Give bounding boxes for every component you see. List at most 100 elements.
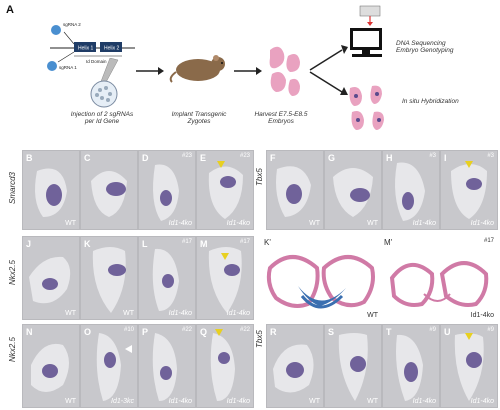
panel-letter: K' <box>264 238 271 247</box>
genotype-label: WT <box>309 398 320 405</box>
embryo-image <box>96 333 132 401</box>
gene-label-nkx25-row2: Nkx2.5 <box>8 260 17 285</box>
embryo-number: #22 <box>181 327 192 333</box>
helix1-label: Helix 1 <box>78 46 94 52</box>
gene-label-smarcd3: Smarcd3 <box>8 171 17 204</box>
genotype-label: Id1-4ko <box>226 398 250 405</box>
embryo-number: #22 <box>239 327 250 333</box>
embryo-number: #9 <box>487 327 494 333</box>
genotype-label: Id1-4ko <box>412 220 436 227</box>
yellow-arrowhead-icon <box>465 161 473 168</box>
panel-letter: C <box>84 153 91 163</box>
genotype-label: Id1-4ko <box>470 398 494 405</box>
gene-label-tbx5-row3: Tbx5 <box>255 330 264 348</box>
panel-letter: P <box>142 327 149 337</box>
panel-letter: J <box>26 239 32 249</box>
histology-panel-m-prime: M' #17 Id1-4ko <box>382 238 496 320</box>
embryo-number: #10 <box>123 327 134 333</box>
genotype-label: WT <box>367 398 378 405</box>
ish-panel-s: S WT <box>324 324 382 408</box>
embryo-image <box>454 333 484 401</box>
panel-letter: G <box>328 153 336 163</box>
genotype-label: Id1-4ko <box>168 310 192 317</box>
sgrna2-icon <box>51 25 61 35</box>
ish-embryos-icon <box>349 85 384 130</box>
ish-panel-g: G WT <box>324 150 382 230</box>
yellow-arrowhead-icon <box>217 161 225 168</box>
embryo-image <box>338 333 368 401</box>
gene-label-tbx5-row1: Tbx5 <box>255 168 264 186</box>
ish-panel-r: R WT <box>266 324 324 408</box>
ish-panel-n: N WT <box>22 324 80 408</box>
panel-letter: U <box>444 327 451 337</box>
embryo-image <box>152 248 179 311</box>
embryo-image <box>29 256 71 304</box>
yellow-arrowhead-icon <box>465 333 473 340</box>
panel-letter: N <box>26 327 33 337</box>
panel-letter: F <box>270 153 276 163</box>
panel-letter: M <box>200 239 208 249</box>
flow-arrow-2 <box>234 67 262 75</box>
genotype-label: Id1-4ko <box>412 398 436 405</box>
step-caption-implant: Implant Transgenic Zygotes <box>171 111 227 125</box>
ish-panel-j: J WT <box>22 236 80 320</box>
embryo-number: #23 <box>181 153 192 159</box>
sgrna1-label: sgRNA 1 <box>59 65 77 70</box>
embryo-number: #3 <box>487 153 494 159</box>
flow-arrow-1 <box>136 67 164 75</box>
embryo-number: #17 <box>483 238 494 244</box>
panel-letter: R <box>270 327 277 337</box>
embryo-number: #9 <box>429 327 436 333</box>
embryo-image <box>451 161 487 219</box>
computer-icon <box>350 5 382 57</box>
embryo-number: #17 <box>239 239 250 245</box>
step-caption-ish: In situ Hybridization <box>402 98 459 105</box>
genotype-label: WT <box>65 398 76 405</box>
genotype-label: WT <box>65 310 76 317</box>
gene-label-nkx25-row3: Nkx2.5 <box>8 337 17 362</box>
genotype-label: Id1-4ko <box>168 220 192 227</box>
injection-dish-icon <box>90 58 119 108</box>
embryo-image <box>333 168 373 217</box>
embryo-image <box>92 247 126 313</box>
embryo-group-icon <box>269 46 300 96</box>
embryo-image <box>31 343 69 392</box>
id-domain-label: Id Domain <box>86 59 107 64</box>
panel-letter: S <box>328 327 335 337</box>
panel-letter: M' <box>384 238 393 247</box>
panel-letter: I <box>444 153 447 163</box>
genotype-label: WT <box>367 220 378 227</box>
construct-diagram: Helix 1 Helix 2 Id Domain sgRNA 2 sgRNA … <box>47 22 135 71</box>
step-caption-harvest: Harvest E7.5-E8.5 Embryos <box>254 111 308 125</box>
step-caption-sequencing: DNA Sequencing Embryo Genotyping <box>396 40 454 54</box>
panel-letter: Q <box>200 327 208 337</box>
embryo-image <box>396 334 423 401</box>
step-caption-injection: Injection of 2 sgRNAs per Id Gene <box>70 111 134 125</box>
histology-panel-k-prime: K' WT <box>262 238 380 320</box>
embryo-image <box>273 344 314 393</box>
embryo-number: #3 <box>429 153 436 159</box>
genotype-label: WT <box>123 310 134 317</box>
genotype-label: WT <box>367 312 378 319</box>
genotype-label: Id1-4ko <box>226 220 250 227</box>
embryo-image <box>276 166 311 217</box>
sgrna2-label: sgRNA 2 <box>63 22 81 27</box>
genotype-label: Id1-4ko <box>470 312 494 319</box>
genotype-label: Id1-4ko <box>470 220 494 227</box>
sgrna1-icon <box>47 61 57 71</box>
embryo-image <box>152 333 177 401</box>
embryo-image <box>208 247 242 313</box>
embryo-image <box>91 171 127 217</box>
ish-panel-c: C <box>80 150 138 230</box>
